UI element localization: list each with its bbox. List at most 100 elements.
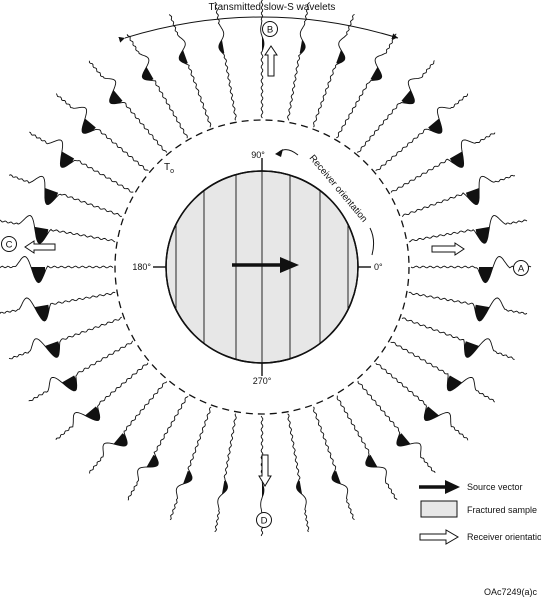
fracture-lines [175,171,349,363]
wavelet-lobe [85,406,100,421]
wavelet-lobe [475,226,490,244]
wavelet-lobe [464,341,480,358]
wavelet-trace [375,93,469,172]
wavelet-lobe [465,188,480,205]
wavelet-lobe [332,470,341,485]
wavelet-lobe [296,480,303,495]
wavelet-trace [214,413,237,533]
wavelet-trace [214,1,237,121]
wavelet-trace [287,413,310,533]
wavelet-lobe [113,433,128,446]
wavelet-trace [55,93,149,171]
wavelet-trace [8,174,122,217]
wavelet-trace [29,131,134,193]
fractured-sample [165,170,359,364]
wavelet-lobe [146,454,159,468]
wavelet-trace [0,256,114,284]
wavelet-lobe [424,406,439,421]
wavelet-lobe [82,118,96,134]
legend-fractured-sample: Fractured sample [420,500,537,518]
wavelet-trace [313,406,355,520]
wavelet-trace [28,340,134,402]
wavelet-trace [88,60,167,153]
legend-source-vector: Source vector [419,480,523,494]
wavelet-lobe [336,49,345,64]
wavelet-trace [410,256,532,284]
wavelet-lobe [31,267,45,283]
wavelet-trace [287,1,310,121]
wavelet-lobe [299,39,306,54]
wavelet-trace [0,291,116,322]
marker-c: C [1,236,17,252]
receiver-arrow-c [24,240,56,254]
receiver-arrow-a [431,242,465,256]
receiver-orientation-arrowhead [275,149,283,157]
svg-text:B: B [267,25,273,36]
wavelet-lobe [449,151,464,168]
wavelet-lobe [401,90,415,104]
wavelet-trace [260,0,265,119]
wavelet-trace [390,341,495,403]
wavelet-trace [126,34,188,139]
wavelet-lobe [396,433,411,446]
wavelet-trace [401,174,516,218]
svg-text:D: D [261,516,268,527]
axis-ticks [153,158,371,376]
wavelet-lobe [365,454,378,468]
svg-text:Source vector: Source vector [467,482,523,492]
wavelet-trace [127,396,189,501]
wavelet-lobe [218,39,225,54]
wavelet-trace [0,215,116,244]
angle-label-0: 0° [374,262,383,272]
wavelet-lobe [221,480,228,495]
wavelet-lobe [61,375,77,391]
wavelet-trace [8,316,122,360]
wavelet-trace [408,291,528,322]
wavelet-trace [89,381,168,474]
wavelet-traces [0,0,532,537]
source-vector-arrow [232,257,299,273]
wavelet-trace [336,395,398,500]
angle-label-270: 270° [253,376,272,386]
wavelet-lobe [34,304,50,321]
wavelet-lobe [60,151,75,168]
wavelet-lobe [479,267,493,283]
figure-title: Transmitted slow-S wavelets [209,2,336,13]
marker-d: D [256,512,272,528]
marker-b: B [262,21,278,37]
svg-text:Receiver orientation: Receiver orientation [467,532,541,542]
wavelet-trace [336,33,397,139]
wavelet-lobe [44,188,59,205]
wavelet-lobe [447,375,463,391]
title-bracket-arc [118,16,399,43]
wavelet-lobe [34,226,49,244]
wavelet-lobe [262,484,264,498]
wavelet-lobe [44,341,60,358]
t0-label: To [164,162,174,175]
legend-receiver-orientation: Receiver orientation [419,529,541,545]
wavelet-trace [356,60,435,153]
wavelet-trace [55,362,149,441]
wavelet-lobe [142,66,154,81]
wavelet-trace [357,380,436,474]
figure-id: OAc7249(a)c [484,587,538,597]
wavelet-trace [313,14,355,128]
wavelet-lobe [179,49,188,64]
wavelet-trace [168,14,212,128]
wavelet-lobe [428,118,442,134]
wavelet-trace [390,132,496,193]
angle-label-90: 90° [251,150,265,160]
wavelet-lobe [474,304,490,321]
wavelet-trace [401,317,515,360]
svg-text:C: C [6,240,13,251]
svg-text:A: A [518,264,525,275]
marker-a: A [513,260,529,276]
wavelet-trace [169,406,212,521]
wavelet-lobe [262,36,264,50]
receiver-arrow-b [264,45,278,77]
receiver-arrow-d [258,454,272,487]
wavelet-trace [375,362,469,441]
legend: Source vector Fractured sample Receiver … [419,480,541,545]
wavelet-trace [408,215,528,244]
